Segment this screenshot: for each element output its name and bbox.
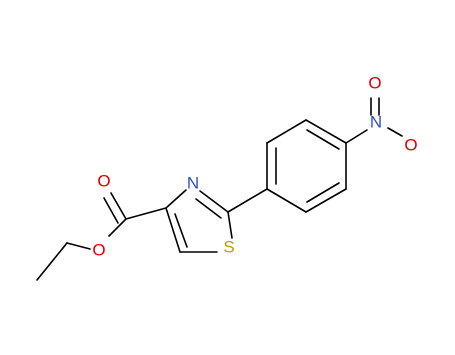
bond-c4-c5-a: [165, 207, 181, 253]
atom-label-o-ester: O: [92, 241, 105, 260]
atom-label-n-thiazole: N: [187, 174, 199, 193]
bond-nitro-n-o-right: [387, 127, 403, 137]
bond-benzene-4: [266, 188, 307, 213]
bond-ethyl: [36, 242, 68, 281]
atom-label-o-nitro-right: O: [404, 136, 417, 155]
atom-label-o-carbonyl: O: [97, 172, 110, 191]
bond-carbonyl-ester-o: [108, 218, 127, 237]
bond-c2-n3-b: [195, 198, 222, 219]
bond-carbonyl-o-a: [110, 192, 127, 220]
bond-ester-o-ch2: [66, 242, 91, 250]
bond-c4-carbonyl: [125, 207, 167, 220]
bond-nitro-n-ring: [345, 129, 368, 144]
bond-aryl-thiazole: [227, 188, 268, 213]
bond-benzene-5-inner: [306, 182, 340, 203]
bond-carbonyl-o-b: [103, 197, 119, 224]
bond-n3-c4: [165, 189, 187, 209]
bond-c2-n3-a: [199, 190, 229, 213]
atom-label-o-nitro-top: O: [368, 74, 381, 93]
bond-benzene-2: [266, 119, 307, 144]
bond-c4-c5-b: [174, 213, 188, 248]
bond-benzene-1-inner: [306, 129, 340, 150]
bond-s1-c2: [227, 211, 233, 239]
atom-label-n-nitro: N: [370, 113, 382, 132]
atom-label-s-thiazole: S: [223, 238, 234, 257]
bond-benzene-5: [305, 188, 347, 213]
bond-benzene-1: [305, 119, 347, 144]
